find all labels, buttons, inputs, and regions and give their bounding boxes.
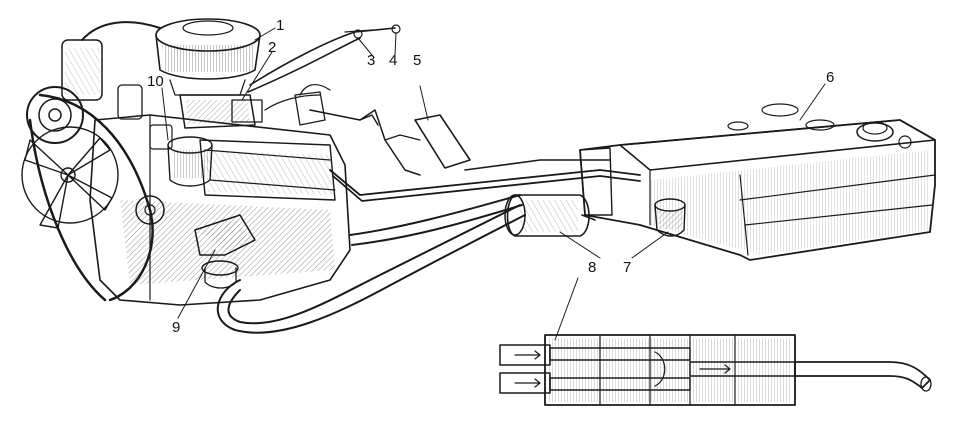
accelerator-pedal [309,109,471,176]
sediment-filter [654,198,686,237]
leader-lines [161,27,826,341]
callout-6: 6 [826,69,834,86]
callout-9: 9 [172,319,180,336]
generator [61,21,161,101]
callout-5: 5 [413,52,421,69]
callout-10: 10 [147,73,164,90]
fuel-pump [117,84,213,187]
fuel-lines [329,159,641,202]
fuel-tank [579,103,936,261]
fan-pulley [21,86,165,302]
callout-7: 7 [623,259,631,276]
callout-3: 3 [367,52,375,69]
callout-8: 8 [588,259,596,276]
callout-2: 2 [268,39,276,56]
distributor [264,83,331,126]
muffler-cutaway [499,334,932,406]
air-filter [155,18,261,96]
callouts: 1 2 3 4 5 6 7 8 9 10 [147,17,834,336]
lower-fuel-pump [194,214,256,289]
callout-1: 1 [276,17,284,34]
callout-4: 4 [389,52,397,69]
engine [89,114,351,306]
carburetor [179,94,263,129]
control-cables [247,24,401,93]
exhaust-system [216,194,596,334]
